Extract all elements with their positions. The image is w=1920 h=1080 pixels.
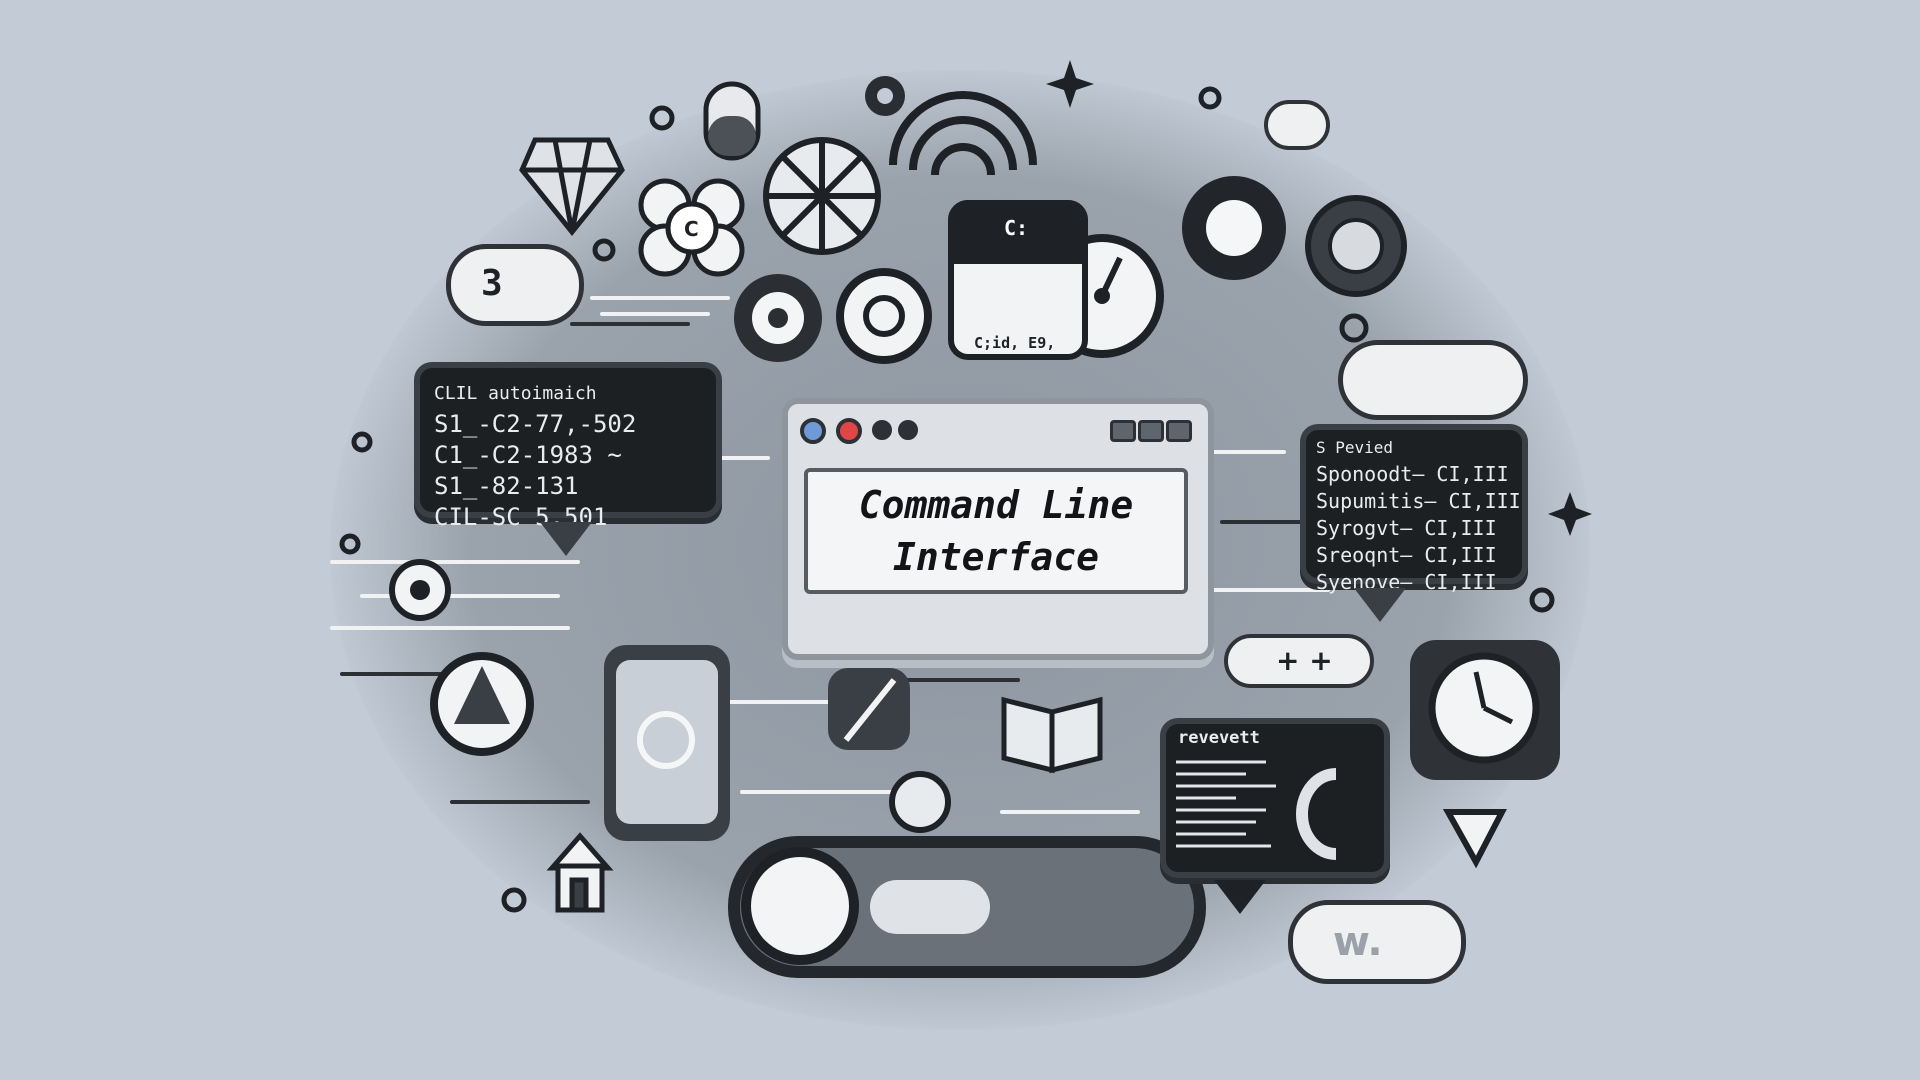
cloud-label: 3 bbox=[481, 263, 503, 304]
window-button[interactable] bbox=[1110, 420, 1136, 442]
terminal-title: revevett bbox=[1178, 728, 1260, 748]
speech-tail bbox=[540, 522, 592, 556]
clock-icon bbox=[1410, 640, 1560, 780]
page-title-line1: Command Line bbox=[858, 483, 1134, 527]
left-terminal: CLIL autoimaich S1_-C2-77,-502 C1_-C2-19… bbox=[414, 362, 722, 531]
speech-tail bbox=[1354, 588, 1406, 622]
network-node-icon bbox=[889, 771, 951, 833]
window-button[interactable] bbox=[1138, 420, 1164, 442]
cloud-icon bbox=[1338, 340, 1528, 420]
window-button[interactable] bbox=[1166, 420, 1192, 442]
terminal-line: S Pevied bbox=[1316, 438, 1394, 457]
speech-tail bbox=[1214, 880, 1266, 914]
terminal-line: S1_-C2-77,-502 bbox=[434, 410, 637, 438]
prompt-caption: C;id, E9, bbox=[974, 334, 1056, 352]
mouse-icon bbox=[703, 81, 761, 161]
cloud-icon bbox=[1264, 100, 1330, 150]
book-icon bbox=[1001, 696, 1103, 774]
window-dot-red[interactable] bbox=[836, 418, 862, 444]
cloud-label: w. bbox=[1333, 919, 1383, 965]
prompt-text: C: bbox=[1004, 216, 1029, 240]
cloud-icon: + + bbox=[1224, 634, 1374, 688]
window-dot-dark[interactable] bbox=[872, 420, 892, 440]
terminal-line: S1_-82-131 bbox=[434, 472, 579, 500]
diamond-icon bbox=[519, 137, 625, 236]
sparkle-icon bbox=[1046, 60, 1592, 536]
window-dot-blue[interactable] bbox=[800, 418, 826, 444]
prompt-panel: C: C;id, E9, bbox=[948, 200, 1088, 360]
terminal-line: C1_-C2-1983 ~ bbox=[434, 441, 622, 469]
toggle-switch-icon bbox=[728, 836, 1206, 978]
main-window: Command Line Interface bbox=[782, 398, 1214, 660]
puzzle-icon bbox=[828, 668, 910, 750]
terminal-line: Supumitis— CI,III bbox=[1316, 489, 1521, 513]
home-icon bbox=[546, 832, 614, 913]
right-terminal: S Pevied Sponoodt— CI,III Supumitis— CI,… bbox=[1300, 424, 1528, 594]
phone-icon bbox=[604, 645, 730, 841]
terminal-line: Syrogvt— CI,III bbox=[1316, 516, 1497, 540]
flower-icon: C bbox=[638, 178, 745, 277]
svg-text:C: C bbox=[684, 217, 699, 241]
triangle-icon bbox=[1442, 809, 1507, 869]
code-terminal: revevett bbox=[1160, 718, 1390, 878]
cloud-icon: w. bbox=[1288, 900, 1466, 984]
wifi-icon bbox=[889, 91, 1037, 176]
cog-icon bbox=[734, 274, 822, 362]
cloud-icon: 3 bbox=[446, 244, 584, 326]
terminal-line: Sponoodt— CI,III bbox=[1316, 462, 1509, 486]
window-dot-dark[interactable] bbox=[898, 420, 918, 440]
terminal-line: Sreoqnt— CI,III bbox=[1316, 543, 1497, 567]
compass-icon bbox=[763, 137, 881, 255]
page-title-line2: Interface bbox=[893, 535, 1099, 579]
terminal-line: CLIL autoimaich bbox=[434, 383, 597, 404]
settings-icon bbox=[836, 268, 932, 364]
gear-icon bbox=[865, 76, 905, 116]
code-lines-icon bbox=[1176, 760, 1337, 860]
cloud-label: + + bbox=[1276, 644, 1333, 677]
target-icon bbox=[389, 559, 451, 621]
title-box: Command Line Interface bbox=[804, 468, 1188, 594]
dial-icon bbox=[430, 652, 534, 756]
terminal-line: Syenove— CI,III bbox=[1316, 570, 1497, 594]
gear-icon bbox=[1182, 176, 1407, 297]
dot-decoration bbox=[339, 86, 1555, 913]
